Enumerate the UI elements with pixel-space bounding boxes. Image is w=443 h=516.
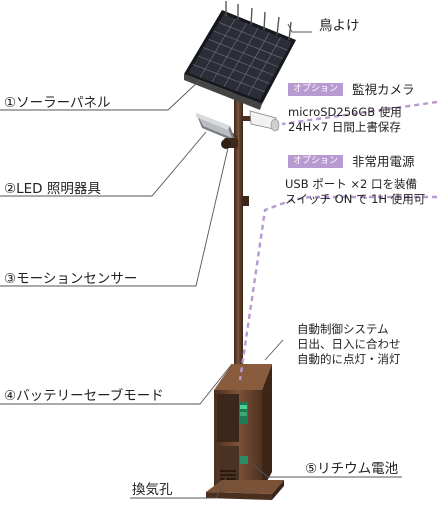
option-dashed-lines [238, 100, 438, 381]
vent [220, 470, 236, 480]
motion-sensor-device [221, 138, 238, 149]
power-title: 非常用電源 [352, 154, 415, 169]
usb-module [243, 196, 249, 206]
auto-control-line3: 自動的に点灯・消灯 [297, 352, 401, 366]
power-line2: スイッチ ON で 1H 使用可 [285, 192, 426, 206]
camera-line1: microSD256GB 使用 [288, 105, 402, 119]
bird-spikes [225, 1, 292, 41]
leader-lines [0, 23, 402, 499]
motion-sensor-label: ③モーションセンサー [4, 271, 138, 287]
auto-control-line1: 自動制御システム [297, 322, 389, 336]
battery-mode-label: ④バッテリーセーブモード [4, 388, 164, 404]
pole [234, 82, 243, 382]
power-line1: USB ポート ×2 口を装備 [285, 177, 418, 191]
base-plate [206, 480, 284, 500]
bird-guard-label: 鳥よけ [319, 18, 360, 34]
solar-panel-label: ①ソーラーパネル [4, 95, 111, 111]
battery-cabinet [214, 364, 272, 490]
camera-line2: 24H×7 日間上書保存 [288, 120, 401, 134]
lithium-battery-label: ⑤リチウム電池 [305, 461, 399, 477]
auto-control-line2: 日出、日入に合わせ [297, 337, 401, 351]
vent-label: 換気孔 [132, 482, 173, 498]
power-option-badge: オプション [288, 155, 344, 168]
camera-title: 監視カメラ [352, 82, 415, 97]
solar-panel [184, 10, 296, 110]
camera-option-badge: オプション [288, 83, 344, 96]
led-fixture [196, 113, 238, 142]
led-light-label: ②LED 照明器具 [4, 181, 101, 197]
camera-device [243, 110, 280, 132]
